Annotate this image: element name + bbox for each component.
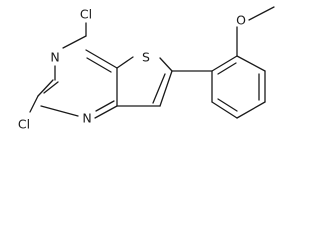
atom-label-o: O: [236, 13, 246, 28]
bond-lines: [29, 6, 275, 119]
bond-c6-c7-double: [152, 73, 166, 104]
bond-aryl-1: [211, 55, 238, 72]
bond-c4a-c4-double: [86, 57, 112, 73]
bond-aryl-double-c: [217, 98, 238, 112]
bond-c2-cl2: [29, 95, 39, 113]
bond-n3-c2-double: [43, 81, 59, 94]
atom-labels: Cl N Cl N S O: [18, 7, 246, 132]
bond-aryl-4: [236, 101, 266, 119]
bond-c4a-s: [116, 56, 134, 69]
bond-aryl-5: [211, 101, 238, 119]
atom-label-cl4: Cl: [80, 7, 92, 22]
atom-label-s: S: [142, 50, 150, 65]
bond-aryl-double-a: [217, 62, 237, 75]
atom-label-n1: N: [82, 111, 91, 126]
bond-n1-c7a: [94, 105, 118, 119]
molecule-structure-diagram: Cl N Cl N S O: [18, 6, 275, 132]
atom-label-cl2: Cl: [18, 117, 30, 132]
bond-s-c6: [159, 57, 173, 72]
atom-label-n3: N: [50, 50, 59, 65]
bond-o-methyl: [248, 6, 275, 21]
bond-c4a-c4: [85, 49, 118, 69]
bond-c6-c7: [159, 70, 173, 107]
bond-c4-n3: [62, 35, 87, 49]
bond-c2-n1: [40, 105, 79, 117]
bond-n1-c7a-double: [95, 100, 115, 112]
bond-n3-c2: [37, 79, 54, 97]
bond-aryl-2: [236, 55, 266, 72]
